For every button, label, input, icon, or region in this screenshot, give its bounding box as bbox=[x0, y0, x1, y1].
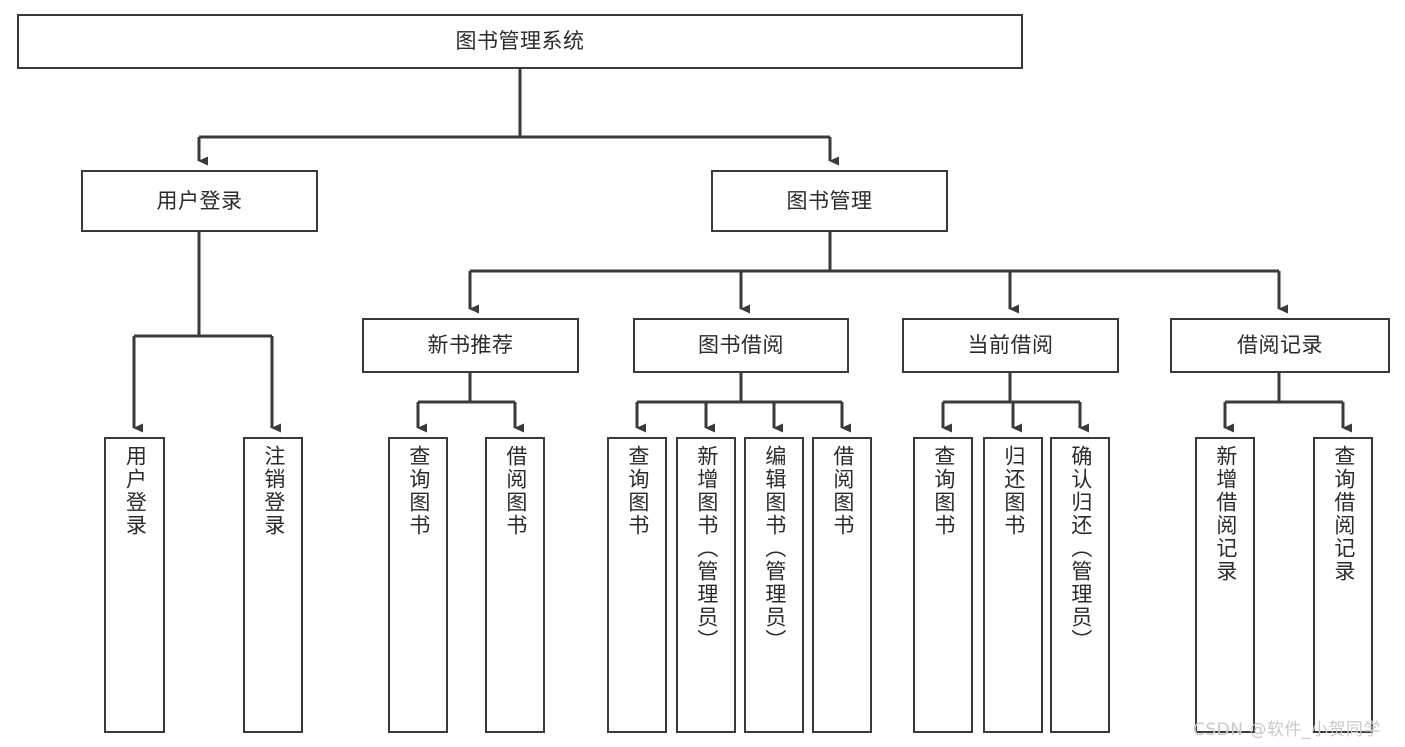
leaf-logout-label: 注销登录 bbox=[261, 445, 286, 537]
node-new-book-recommend[interactable]: 新书推荐 bbox=[362, 318, 579, 373]
node-root[interactable]: 图书管理系统 bbox=[17, 14, 1023, 69]
leaf-user-login-label: 用户登录 bbox=[123, 445, 148, 537]
leaf-borrow-book-label: 借阅图书 bbox=[830, 445, 855, 537]
leaf-confirm-return-admin[interactable]: 确认归还（管理员） bbox=[1050, 437, 1110, 733]
leaf-return-book[interactable]: 归还图书 bbox=[983, 437, 1043, 733]
node-book-borrow-label: 图书借阅 bbox=[698, 333, 784, 358]
leaf-query-book-borrow[interactable]: 查询图书 bbox=[607, 437, 667, 733]
leaf-add-borrow-record[interactable]: 新增借阅记录 bbox=[1195, 437, 1255, 733]
leaf-confirm-return-admin-label: 确认归还（管理员） bbox=[1068, 445, 1093, 652]
leaf-query-book-recommend-label: 查询图书 bbox=[406, 445, 431, 537]
leaf-borrow-book-recommend-label: 借阅图书 bbox=[503, 445, 528, 537]
leaf-add-book-admin-label: 新增图书（管理员） bbox=[694, 445, 719, 652]
node-book-management[interactable]: 图书管理 bbox=[711, 170, 948, 232]
leaf-add-borrow-record-label: 新增借阅记录 bbox=[1213, 445, 1238, 583]
node-book-borrow[interactable]: 图书借阅 bbox=[633, 318, 849, 373]
leaf-borrow-book[interactable]: 借阅图书 bbox=[812, 437, 872, 733]
node-borrow-record[interactable]: 借阅记录 bbox=[1170, 318, 1390, 373]
leaf-user-login[interactable]: 用户登录 bbox=[104, 437, 165, 733]
leaf-return-book-label: 归还图书 bbox=[1001, 445, 1026, 537]
leaf-query-borrow-record[interactable]: 查询借阅记录 bbox=[1313, 437, 1373, 733]
leaf-query-book-current[interactable]: 查询图书 bbox=[913, 437, 973, 733]
node-book-management-label: 图书管理 bbox=[786, 188, 873, 213]
node-new-book-recommend-label: 新书推荐 bbox=[427, 333, 514, 358]
node-root-label: 图书管理系统 bbox=[455, 29, 585, 54]
leaf-query-borrow-record-label: 查询借阅记录 bbox=[1331, 445, 1356, 583]
leaf-query-book-current-label: 查询图书 bbox=[931, 445, 956, 537]
node-user-login[interactable]: 用户登录 bbox=[81, 170, 318, 232]
leaf-edit-book-admin[interactable]: 编辑图书（管理员） bbox=[744, 437, 804, 733]
leaf-add-book-admin[interactable]: 新增图书（管理员） bbox=[676, 437, 736, 733]
leaf-query-book-borrow-label: 查询图书 bbox=[625, 445, 650, 537]
leaf-query-book-recommend[interactable]: 查询图书 bbox=[388, 437, 448, 733]
node-current-borrow[interactable]: 当前借阅 bbox=[902, 318, 1119, 373]
leaf-edit-book-admin-label: 编辑图书（管理员） bbox=[762, 445, 787, 652]
node-user-login-label: 用户登录 bbox=[156, 188, 243, 213]
leaf-logout[interactable]: 注销登录 bbox=[243, 437, 303, 733]
leaf-borrow-book-recommend[interactable]: 借阅图书 bbox=[485, 437, 545, 733]
node-borrow-record-label: 借阅记录 bbox=[1237, 333, 1323, 358]
node-current-borrow-label: 当前借阅 bbox=[967, 333, 1054, 358]
